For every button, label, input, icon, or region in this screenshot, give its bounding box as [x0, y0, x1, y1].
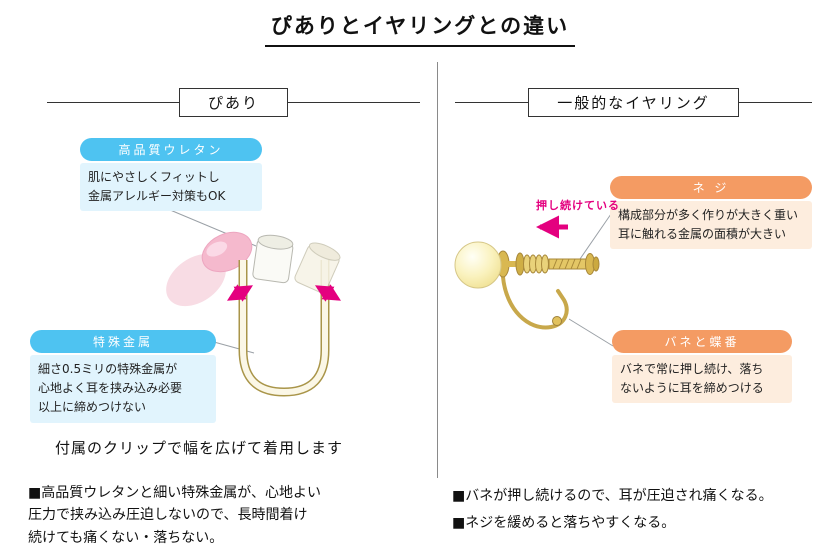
- ear-pad-disc: [515, 252, 525, 276]
- hinge-pin: [552, 316, 562, 326]
- urethane-cylinder-right: [294, 242, 341, 294]
- callout-header: 特殊金属: [30, 330, 216, 353]
- spring-coil: [523, 254, 549, 274]
- callout-body: 肌にやさしくフィットし 金属アレルギー対策もOK: [80, 163, 262, 212]
- callout-header: ネ ジ: [610, 176, 812, 199]
- frame-hook: [501, 275, 569, 330]
- squeeze-arrow-icon: [314, 284, 342, 302]
- right-section-header: 一般的なイヤリング: [455, 88, 812, 117]
- urethane-callout: 高品質ウレタン 肌にやさしくフィットし 金属アレルギー対策もOK: [80, 138, 262, 212]
- page-title: ぴありとイヤリングとの違い: [264, 10, 576, 47]
- pearl: [454, 241, 502, 289]
- squeeze-arrow-icon: [226, 284, 254, 302]
- screw-callout: ネ ジ 構成部分が多く作りが大きく重い 耳に触れる金属の面積が大きい: [610, 176, 812, 250]
- vertical-divider: [437, 62, 438, 478]
- right-summary-bullet: ■ネジを緩めると落ちやすくなる。: [452, 515, 676, 532]
- right-summary-bullet: ■バネが押し続けるので、耳が圧迫され痛くなる。: [452, 488, 773, 504]
- special-metal-wire: [238, 260, 330, 397]
- spring-hinge-callout: バネと蝶番 バネで常に押し続け、落ち ないように耳を締めつける: [612, 330, 792, 404]
- callout-body: バネで常に押し続け、落ち ないように耳を締めつける: [612, 355, 792, 404]
- connector-rod: [506, 261, 520, 267]
- callout-header: バネと蝶番: [612, 330, 792, 353]
- right-section-label: 一般的なイヤリング: [528, 88, 739, 117]
- title-wrap: ぴありとイヤリングとの違い: [0, 10, 840, 47]
- left-section-header: ぴあり: [47, 88, 420, 117]
- screw-rod: [548, 258, 588, 270]
- left-section-label: ぴあり: [178, 88, 288, 117]
- screw-knob-tip: [592, 256, 600, 272]
- press-annotation: 押し続けている: [536, 199, 620, 212]
- urethane-cylinder-left: [252, 234, 294, 284]
- right-summary-bullets: ■バネが押し続けるので、耳が圧迫され痛くなる。 ■ネジを緩めると落ちやすくなる。: [452, 483, 836, 538]
- left-summary-bullet: ■高品質ウレタンと細い特殊金属が、心地よい 圧力で挟み込み圧迫しないので、長時間…: [28, 485, 321, 546]
- callout-header: 高品質ウレタン: [80, 138, 262, 161]
- left-caption: 付属のクリップで幅を広げて着用します: [55, 439, 344, 457]
- callout-body: 細さ0.5ミリの特殊金属が 心地よく耳を挟み込み必要 以上に締めつけない: [30, 355, 216, 423]
- piari-illustration: [166, 231, 342, 397]
- special-metal-callout: 特殊金属 細さ0.5ミリの特殊金属が 心地よく耳を挟み込み必要 以上に締めつけな…: [30, 330, 216, 423]
- earring-illustration: [454, 215, 600, 330]
- callout-body: 構成部分が多く作りが大きく重い 耳に触れる金属の面積が大きい: [610, 201, 812, 250]
